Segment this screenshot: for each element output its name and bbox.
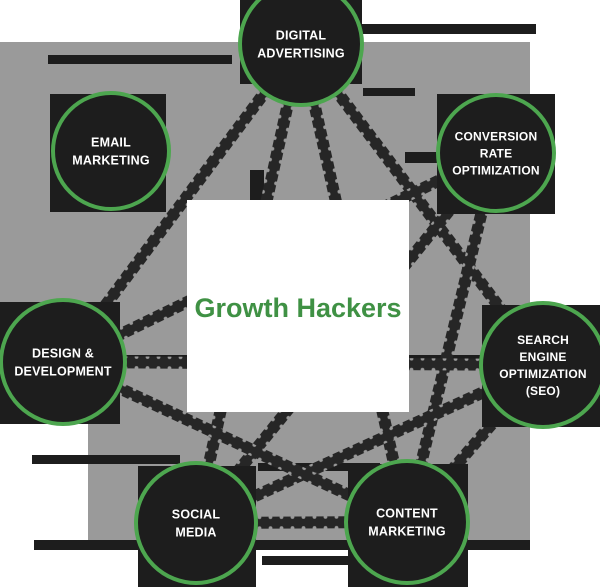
- center-title: Growth Hackers: [194, 293, 401, 323]
- node-label-social-media: MEDIA: [175, 525, 216, 539]
- node-label-search-engine-optimization: SEARCH: [517, 333, 569, 347]
- node-label-digital-advertising: DIGITAL: [276, 29, 327, 43]
- node-conversion-rate-optimization[interactable]: CONVERSION RATE OPTIMIZATION: [436, 93, 556, 214]
- center-panel: Growth Hackers: [187, 200, 409, 412]
- connection-band: [253, 516, 349, 529]
- node-digital-advertising[interactable]: DIGITAL ADVERTISING: [238, 0, 364, 107]
- connection-conversion-rate-optimization-to-content-marketing: [415, 206, 489, 467]
- node-label-email-marketing: EMAIL: [91, 136, 131, 150]
- connection-design-development-to-content-marketing: [114, 381, 357, 503]
- connection-social-media-to-content-marketing: [253, 516, 349, 529]
- node-label-social-media: SOCIAL: [172, 508, 221, 522]
- connection-digital-advertising-to-design-development: [94, 87, 271, 318]
- connection-band: [415, 206, 489, 467]
- node-label-design-development: DESIGN &: [32, 347, 94, 361]
- node-circle-email-marketing[interactable]: [51, 91, 171, 211]
- node-circle-social-media[interactable]: [134, 461, 258, 585]
- decorative-bar: [32, 455, 180, 464]
- node-label-conversion-rate-optimization: OPTIMIZATION: [452, 163, 540, 177]
- node-circle-search-engine-optimization[interactable]: [479, 301, 600, 429]
- node-social-media[interactable]: SOCIAL MEDIA: [134, 461, 258, 587]
- node-circle-design-development[interactable]: [0, 298, 127, 426]
- node-label-content-marketing: CONTENT: [376, 507, 438, 521]
- decorative-bar: [250, 170, 264, 202]
- node-label-design-development: DEVELOPMENT: [14, 364, 112, 378]
- node-email-marketing[interactable]: EMAIL MARKETING: [50, 91, 171, 212]
- node-content-marketing[interactable]: CONTENT MARKETING: [344, 459, 470, 587]
- node-label-conversion-rate-optimization: RATE: [480, 146, 513, 160]
- node-circle-digital-advertising[interactable]: [238, 0, 364, 107]
- node-label-content-marketing: MARKETING: [368, 524, 446, 538]
- node-label-conversion-rate-optimization: CONVERSION: [455, 129, 538, 143]
- node-label-search-engine-optimization: (SEO): [526, 384, 560, 398]
- decorative-bar: [34, 540, 530, 550]
- connection-band: [114, 381, 357, 503]
- node-search-engine-optimization[interactable]: SEARCH ENGINE OPTIMIZATION (SEO): [479, 301, 600, 429]
- center-white-panel: [187, 200, 409, 412]
- decorative-bar: [405, 152, 439, 163]
- node-label-email-marketing: MARKETING: [72, 153, 150, 167]
- decorative-bar: [48, 55, 232, 64]
- node-label-search-engine-optimization: ENGINE: [519, 350, 566, 364]
- node-label-search-engine-optimization: OPTIMIZATION: [499, 367, 587, 381]
- node-label-digital-advertising: ADVERTISING: [257, 46, 345, 60]
- connection-band: [94, 87, 271, 318]
- decorative-bar: [363, 88, 415, 96]
- decorative-bar: [240, 24, 536, 34]
- node-circle-content-marketing[interactable]: [344, 459, 470, 585]
- node-circle-conversion-rate-optimization[interactable]: [436, 93, 556, 213]
- node-design-development[interactable]: DESIGN & DEVELOPMENT: [0, 298, 127, 426]
